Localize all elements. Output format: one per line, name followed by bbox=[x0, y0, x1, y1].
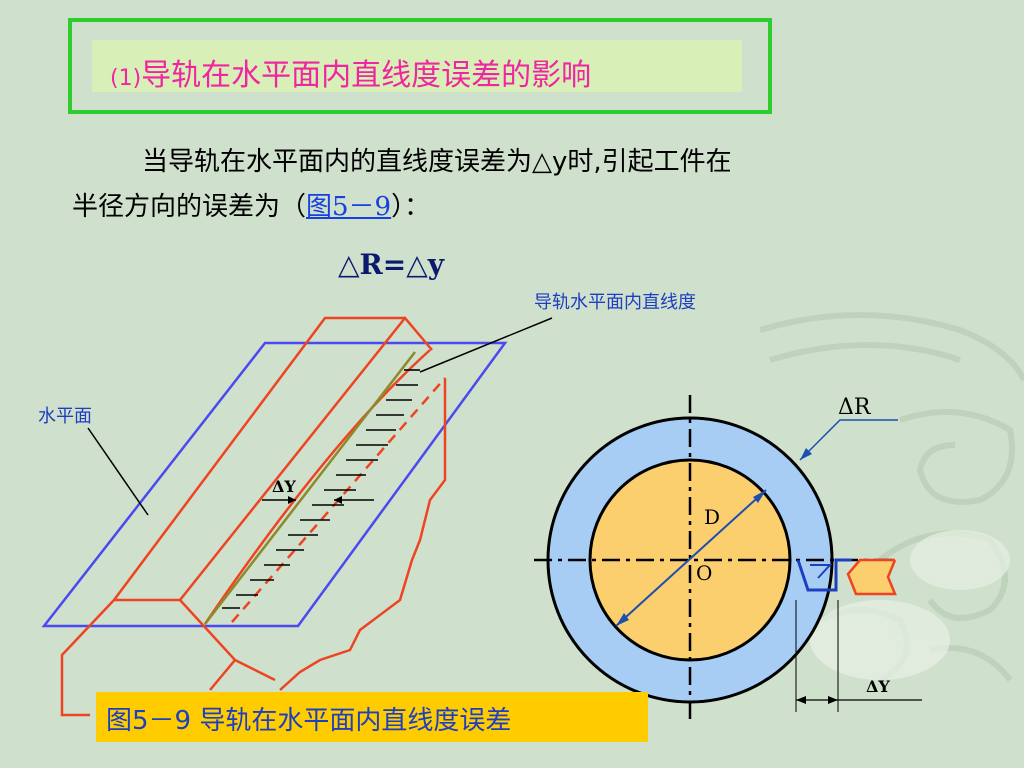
title-frame: (1)导轨在水平面内直线度误差的影响 bbox=[68, 18, 772, 114]
rail-actual-edge bbox=[203, 349, 431, 625]
rail-bottom-front bbox=[114, 598, 237, 691]
title-text: 导轨在水平面内直线度误差的影响 bbox=[141, 58, 592, 93]
tool-blue-inner bbox=[810, 564, 833, 579]
paragraph-line-2-after: ）： bbox=[391, 192, 431, 222]
horizontal-plane-label: 水平面 bbox=[38, 406, 92, 427]
rail-left-top-edge bbox=[112, 316, 405, 601]
guide-straightness-label: 导轨水平面内直线度 bbox=[534, 292, 696, 313]
center-label: O bbox=[696, 561, 712, 585]
paragraph-line-2-before: 半径方向的误差为（ bbox=[72, 192, 307, 222]
straightness-leader-line bbox=[419, 317, 553, 373]
title-highlight: (1)导轨在水平面内直线度误差的影响 bbox=[92, 40, 742, 94]
plane-leader-line bbox=[87, 427, 149, 516]
description-paragraph: 当导轨在水平面内的直线度误差为△y时,引起工件在 半径方向的误差为（图5－9）： bbox=[72, 140, 942, 230]
figure-link[interactable]: 图5－9 bbox=[306, 192, 392, 222]
formula: △R=△y bbox=[338, 248, 445, 281]
tool-blue bbox=[796, 558, 852, 592]
straightness-line bbox=[204, 351, 416, 625]
figure-caption: 图5－9 导轨在水平面内直线度误差 bbox=[106, 706, 512, 736]
delta-y-left-label: ΔY bbox=[272, 477, 296, 496]
rail-right-edge bbox=[234, 658, 276, 682]
delta-r-label: ΔR bbox=[838, 395, 872, 420]
paragraph-line-1: 当导轨在水平面内的直线度误差为△y时,引起工件在 bbox=[142, 147, 732, 177]
tool-red bbox=[846, 558, 897, 596]
diameter-line bbox=[615, 489, 767, 627]
slide-title: (1)导轨在水平面内直线度误差的影响 bbox=[110, 50, 591, 94]
title-number: (1) bbox=[110, 66, 142, 91]
hatch-lines bbox=[222, 369, 420, 609]
rail-wavy-edge bbox=[279, 378, 447, 691]
rail-front-face bbox=[179, 316, 433, 601]
rail-left-side bbox=[60, 599, 115, 717]
delta-r-leader bbox=[799, 419, 898, 461]
diameter-label: D bbox=[704, 505, 720, 529]
figure-caption-box: 图5－9 导轨在水平面内直线度误差 bbox=[96, 692, 648, 742]
delta-y-right-label: ΔY bbox=[866, 677, 890, 696]
